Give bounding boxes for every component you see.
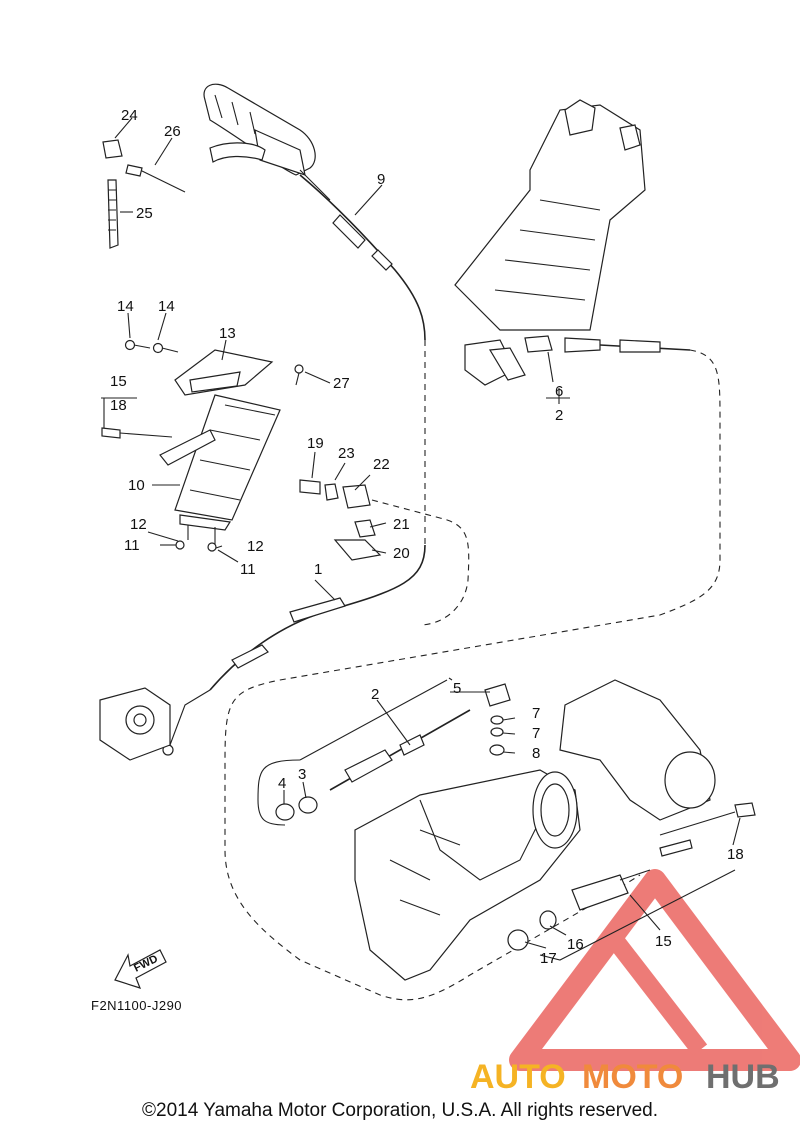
callout-12a: 12 bbox=[130, 516, 147, 533]
callout-19: 19 bbox=[307, 435, 324, 452]
callout-11b: 11 bbox=[240, 561, 256, 578]
bracket-assembly bbox=[159, 349, 281, 545]
callout-24: 24 bbox=[121, 107, 138, 124]
callout-2-upper: 2 bbox=[555, 407, 563, 424]
callout-6: 6 bbox=[555, 383, 563, 400]
callout-26: 26 bbox=[164, 123, 181, 140]
callout-13: 13 bbox=[219, 325, 236, 342]
watermark-moto: MOTO bbox=[582, 1058, 683, 1096]
callout-4: 4 bbox=[278, 775, 286, 792]
callout-25: 25 bbox=[136, 205, 153, 222]
fwd-arrow: FWD bbox=[114, 949, 167, 989]
callout-18-right: 18 bbox=[727, 846, 744, 863]
callout-21: 21 bbox=[393, 516, 410, 533]
callout-20: 20 bbox=[393, 545, 410, 562]
callout-12b: 12 bbox=[247, 538, 264, 555]
leader-lines bbox=[101, 117, 741, 949]
callouts: 1 2 2 3 4 5 6 7 7 8 9 10 11 11 12 12 13 … bbox=[110, 107, 744, 967]
callout-17: 17 bbox=[540, 950, 557, 967]
callout-22: 22 bbox=[373, 456, 390, 473]
callout-16: 16 bbox=[567, 936, 584, 953]
nozzle bbox=[559, 679, 716, 821]
callout-14a: 14 bbox=[117, 298, 134, 315]
callout-2-lower: 2 bbox=[371, 686, 379, 703]
callout-9: 9 bbox=[377, 171, 385, 188]
copyright-notice: ©2014 Yamaha Motor Corporation, U.S.A. A… bbox=[142, 1100, 658, 1121]
callout-7b: 7 bbox=[532, 725, 540, 742]
callout-18-left: 18 bbox=[110, 397, 127, 414]
throttle-body bbox=[99, 687, 171, 761]
callout-8: 8 bbox=[532, 745, 540, 762]
callout-15-right: 15 bbox=[655, 933, 672, 950]
callout-1: 1 bbox=[314, 561, 322, 578]
handlebar-throttle bbox=[203, 83, 331, 201]
jet-pump bbox=[354, 769, 581, 981]
watermark-auto: AUTO bbox=[470, 1058, 566, 1096]
callout-23: 23 bbox=[338, 445, 355, 462]
callout-27: 27 bbox=[333, 375, 350, 392]
steering-column bbox=[454, 99, 646, 386]
callout-11a: 11 bbox=[124, 537, 140, 554]
callout-15-left: 15 bbox=[110, 373, 127, 390]
callout-3: 3 bbox=[298, 766, 306, 783]
watermark-hub: HUB bbox=[706, 1058, 780, 1096]
diagram-code: F2N1100-J290 bbox=[91, 998, 182, 1013]
callout-7a: 7 bbox=[532, 705, 540, 722]
callout-5: 5 bbox=[453, 680, 461, 697]
watermark-text: AUTO MOTO HUB bbox=[470, 1058, 780, 1096]
watermark-logo bbox=[509, 869, 800, 1071]
callout-14b: 14 bbox=[158, 298, 175, 315]
callout-10: 10 bbox=[128, 477, 145, 494]
